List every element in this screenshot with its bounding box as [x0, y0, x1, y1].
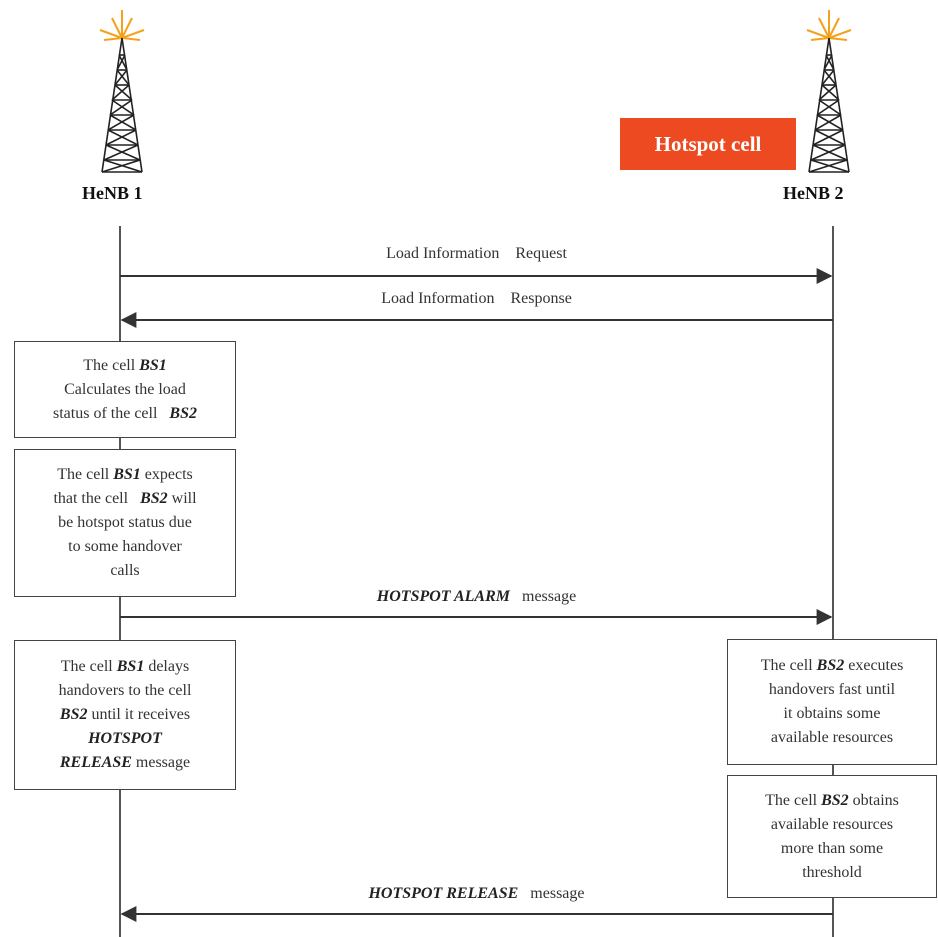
box3-line1: The cell BS1 delays	[60, 658, 190, 675]
box2-line4: to some handover	[68, 538, 182, 555]
box5-line2: available resources	[770, 815, 894, 833]
box2-line2: that the cell BS2 will	[53, 490, 197, 507]
box3-line5: RELEASE message	[59, 754, 191, 771]
msg-hotspot-release: HOTSPOT RELEASE message	[120, 885, 833, 903]
box1-line3: status of the cell BS2	[53, 404, 197, 422]
box5-line3: more than some	[780, 839, 884, 857]
box3-line2: handovers to the cell	[58, 682, 192, 699]
msg-hotspot-alarm-bold: HOTSPOT ALARM	[376, 588, 510, 605]
msg-hotspot-release-bold: HOTSPOT RELEASE	[368, 885, 519, 902]
box1-line2: Calculates the load	[64, 380, 186, 398]
msg-load-request: Load Information Request	[386, 245, 567, 262]
msg-hotspot-alarm: HOTSPOT ALARM message	[120, 588, 833, 606]
box-expects-hotspot: The cell BS1 expects that the cell BS2 w…	[14, 449, 236, 597]
box2-line3: be hotspot status due	[58, 514, 192, 531]
box3-line3: BS2 until it receives	[59, 706, 191, 723]
hotspot-cell-tag: Hotspot cell	[620, 118, 796, 170]
box-executes-handovers: The cell BS2 executes handovers fast unt…	[727, 639, 937, 765]
box3-line4: HOTSPOT	[88, 730, 162, 747]
antenna-tower-icon	[99, 10, 145, 173]
box4-line1: The cell BS2 executes	[760, 657, 904, 674]
box5-line1: The cell BS2 obtains	[765, 791, 899, 809]
box1-line1: The cell BS1	[83, 356, 167, 374]
box2-line5: calls	[110, 562, 140, 579]
box4-line3: it obtains some	[783, 705, 881, 722]
henb1-label: HeNB 1	[82, 183, 143, 203]
box4-line2: handovers fast until	[768, 681, 896, 698]
box-obtains-resources: The cell BS2 obtains available resources…	[727, 775, 937, 898]
box-delays-handovers: The cell BS1 delays handovers to the cel…	[14, 640, 236, 790]
msg-load-response: Load Information Response	[381, 290, 572, 307]
box-calculates-load: The cell BS1 Calculates the load status …	[14, 341, 236, 438]
antenna-tower-icon	[806, 10, 852, 173]
box5-line4: threshold	[802, 863, 862, 881]
msg-hotspot-release-rest: message	[530, 885, 585, 902]
box2-line1: The cell BS1 expects	[57, 466, 193, 483]
henb2-label: HeNB 2	[783, 183, 844, 203]
msg-hotspot-alarm-rest: message	[522, 588, 577, 605]
box4-line4: available resources	[770, 729, 894, 746]
